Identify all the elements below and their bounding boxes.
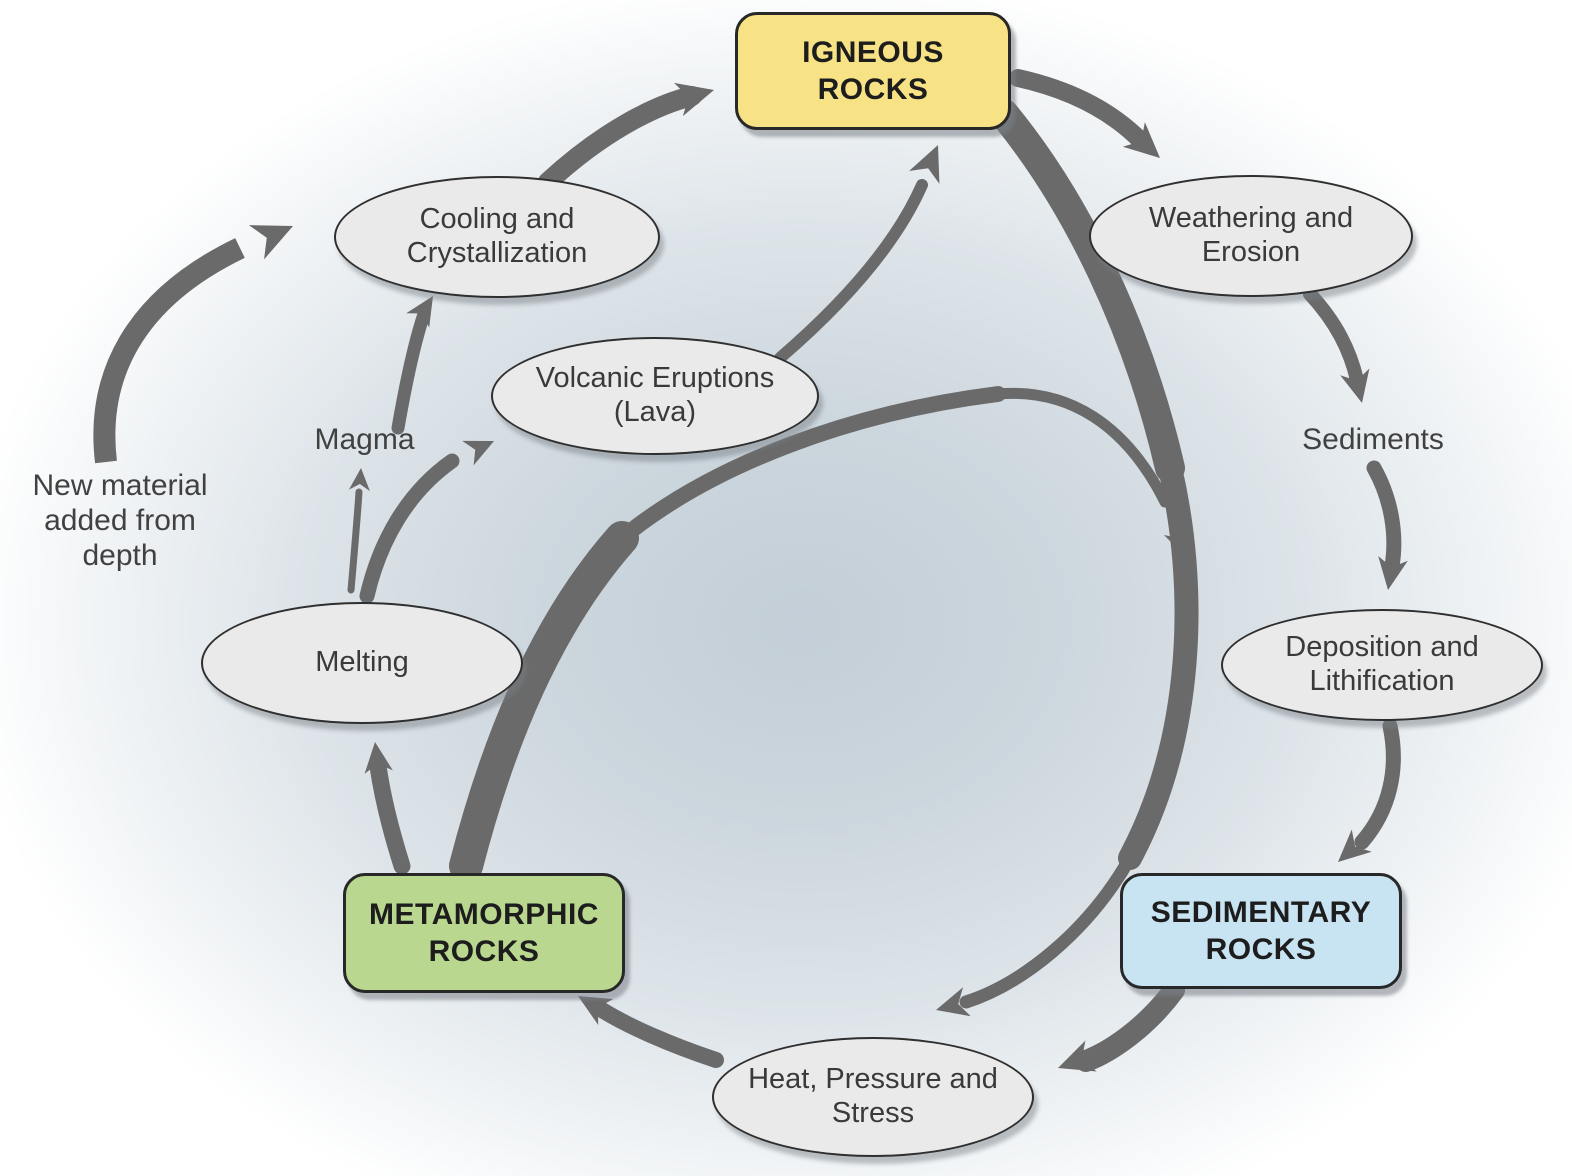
- arrow-igneous-to-heat-pressure-shaft2: [1118, 456, 1199, 870]
- arrow-melting-to-magma-shaft: [347, 488, 363, 594]
- arrow-weathering-to-sediments-head: [1340, 368, 1370, 403]
- metamorphic-rocks-label-line2: ROCKS: [428, 935, 540, 968]
- volcanic-label-line2: (Lava): [613, 396, 697, 428]
- process-cooling-crystallization: Cooling and Crystallization: [334, 176, 660, 298]
- new-material-line2: added from: [44, 504, 196, 538]
- igneous-rocks-label-line2: ROCKS: [817, 73, 929, 106]
- arrow-melting-to-volcanic-head: [462, 440, 494, 466]
- arrow-igneous-to-weathering-shaft: [1009, 69, 1149, 149]
- arrow-heat-pressure-to-metamorphic-shaft: [594, 1002, 724, 1068]
- arrow-volcanic-to-igneous: [774, 145, 940, 364]
- node-igneous-rocks: IGNEOUS ROCKS: [735, 12, 1011, 130]
- arrow-deposition-to-sedimentary: [1338, 718, 1401, 862]
- arrow-sediments-to-deposition-head: [1378, 556, 1408, 590]
- label-magma: Magma: [314, 423, 415, 456]
- arrow-weathering-to-sediments: [1303, 287, 1370, 403]
- arrow-cooling-to-igneous-shaft: [538, 86, 702, 192]
- arrow-weathering-to-sediments-shaft: [1303, 287, 1364, 387]
- arrow-heat-pressure-to-metamorphic: [578, 996, 724, 1068]
- label-new-material-added-from-depth: New material added from depth: [5, 468, 235, 573]
- arrow-new-material-to-cooling-shaft: [93, 238, 245, 464]
- arrow-melting-to-volcanic: [359, 440, 494, 604]
- arrow-magma-to-cooling-head: [406, 296, 433, 328]
- arrow-cooling-to-igneous-head: [673, 82, 714, 117]
- arrow-sedimentary-to-heat-pressure: [1058, 979, 1185, 1072]
- arrow-sediments-to-deposition-shaft: [1366, 460, 1402, 574]
- arrow-metamorphic-to-sediment-path-shaft1: [449, 521, 639, 883]
- arrow-metamorphic-to-melting-head: [364, 742, 393, 774]
- arrow-igneous-to-heat-pressure-shaft3: [959, 851, 1137, 1009]
- heat-label-line1: Heat, Pressure and: [748, 1063, 998, 1096]
- arrow-new-material-to-cooling: [93, 225, 293, 464]
- metamorphic-rocks-label-line1: METAMORPHIC: [369, 897, 599, 931]
- arrow-igneous-to-heat-pressure: [936, 99, 1199, 1017]
- process-deposition-lithification: Deposition and Lithification: [1221, 609, 1543, 721]
- igneous-rocks-label-line1: IGNEOUS: [802, 35, 944, 69]
- process-heat-pressure-stress: Heat, Pressure and Stress: [712, 1037, 1034, 1157]
- arrow-igneous-to-heat-pressure-head: [936, 987, 971, 1017]
- arrow-igneous-to-weathering-head: [1122, 122, 1160, 158]
- arrow-sediments-to-deposition: [1366, 460, 1408, 590]
- arrow-metamorphic-to-sediment-path-shaft3: [992, 387, 1171, 508]
- arrow-deposition-to-sedimentary-shaft: [1354, 718, 1401, 850]
- arrow-igneous-to-weathering: [1009, 69, 1160, 158]
- arrow-metamorphic-to-sediment-path: [449, 386, 1187, 883]
- arrow-volcanic-to-igneous-head: [909, 145, 940, 184]
- arrow-magma-to-cooling-shaft: [391, 307, 431, 435]
- deposition-label-line2: Lithification: [1309, 665, 1455, 697]
- deposition-label-line1: Deposition and: [1285, 631, 1479, 664]
- arrow-magma-to-cooling: [391, 296, 433, 435]
- cooling-label-line1: Cooling and: [419, 203, 575, 236]
- weathering-label-line1: Weathering and: [1148, 202, 1354, 235]
- arrow-sedimentary-to-heat-pressure-shaft: [1075, 979, 1185, 1072]
- arrow-new-material-to-cooling-head: [248, 225, 293, 260]
- arrow-melting-to-magma-head: [348, 468, 370, 492]
- arrow-deposition-to-sedimentary-head: [1338, 829, 1372, 862]
- volcanic-label-line1: Volcanic Eruptions: [535, 362, 775, 395]
- arrow-sedimentary-to-heat-pressure-head: [1058, 1040, 1097, 1072]
- new-material-line3: depth: [82, 539, 158, 573]
- process-weathering-erosion: Weathering and Erosion: [1089, 175, 1413, 297]
- arrow-metamorphic-to-melting: [364, 742, 411, 875]
- heat-label-line2: Stress: [831, 1097, 915, 1129]
- melting-label-line1: Melting: [315, 646, 409, 679]
- arrow-melting-to-volcanic-shaft: [359, 453, 460, 604]
- sedimentary-rocks-label-line1: SEDIMENTARY: [1150, 895, 1372, 929]
- new-material-line1: New material: [32, 469, 208, 502]
- arrow-cooling-to-igneous: [538, 82, 714, 192]
- arrow-metamorphic-to-sediment-path-shaft2: [614, 386, 1006, 546]
- cooling-label-line2: Crystallization: [406, 237, 588, 269]
- sedimentary-rocks-label-line2: ROCKS: [1205, 933, 1317, 966]
- process-volcanic-eruptions: Volcanic Eruptions (Lava): [491, 337, 819, 455]
- arrow-heat-pressure-to-metamorphic-head: [578, 996, 614, 1025]
- process-melting: Melting: [201, 602, 523, 724]
- label-sediments: Sediments: [1302, 423, 1444, 456]
- arrow-igneous-to-heat-pressure-shaft1: [989, 99, 1185, 483]
- node-sedimentary-rocks: SEDIMENTARY ROCKS: [1120, 873, 1402, 989]
- weathering-label-line2: Erosion: [1201, 236, 1301, 268]
- arrow-melting-to-magma: [347, 468, 370, 594]
- arrow-volcanic-to-igneous-shaft: [774, 179, 928, 364]
- node-metamorphic-rocks: METAMORPHIC ROCKS: [343, 873, 625, 993]
- arrow-metamorphic-to-melting-shaft: [369, 757, 411, 875]
- arrow-metamorphic-to-sediment-path-head: [1163, 526, 1187, 555]
